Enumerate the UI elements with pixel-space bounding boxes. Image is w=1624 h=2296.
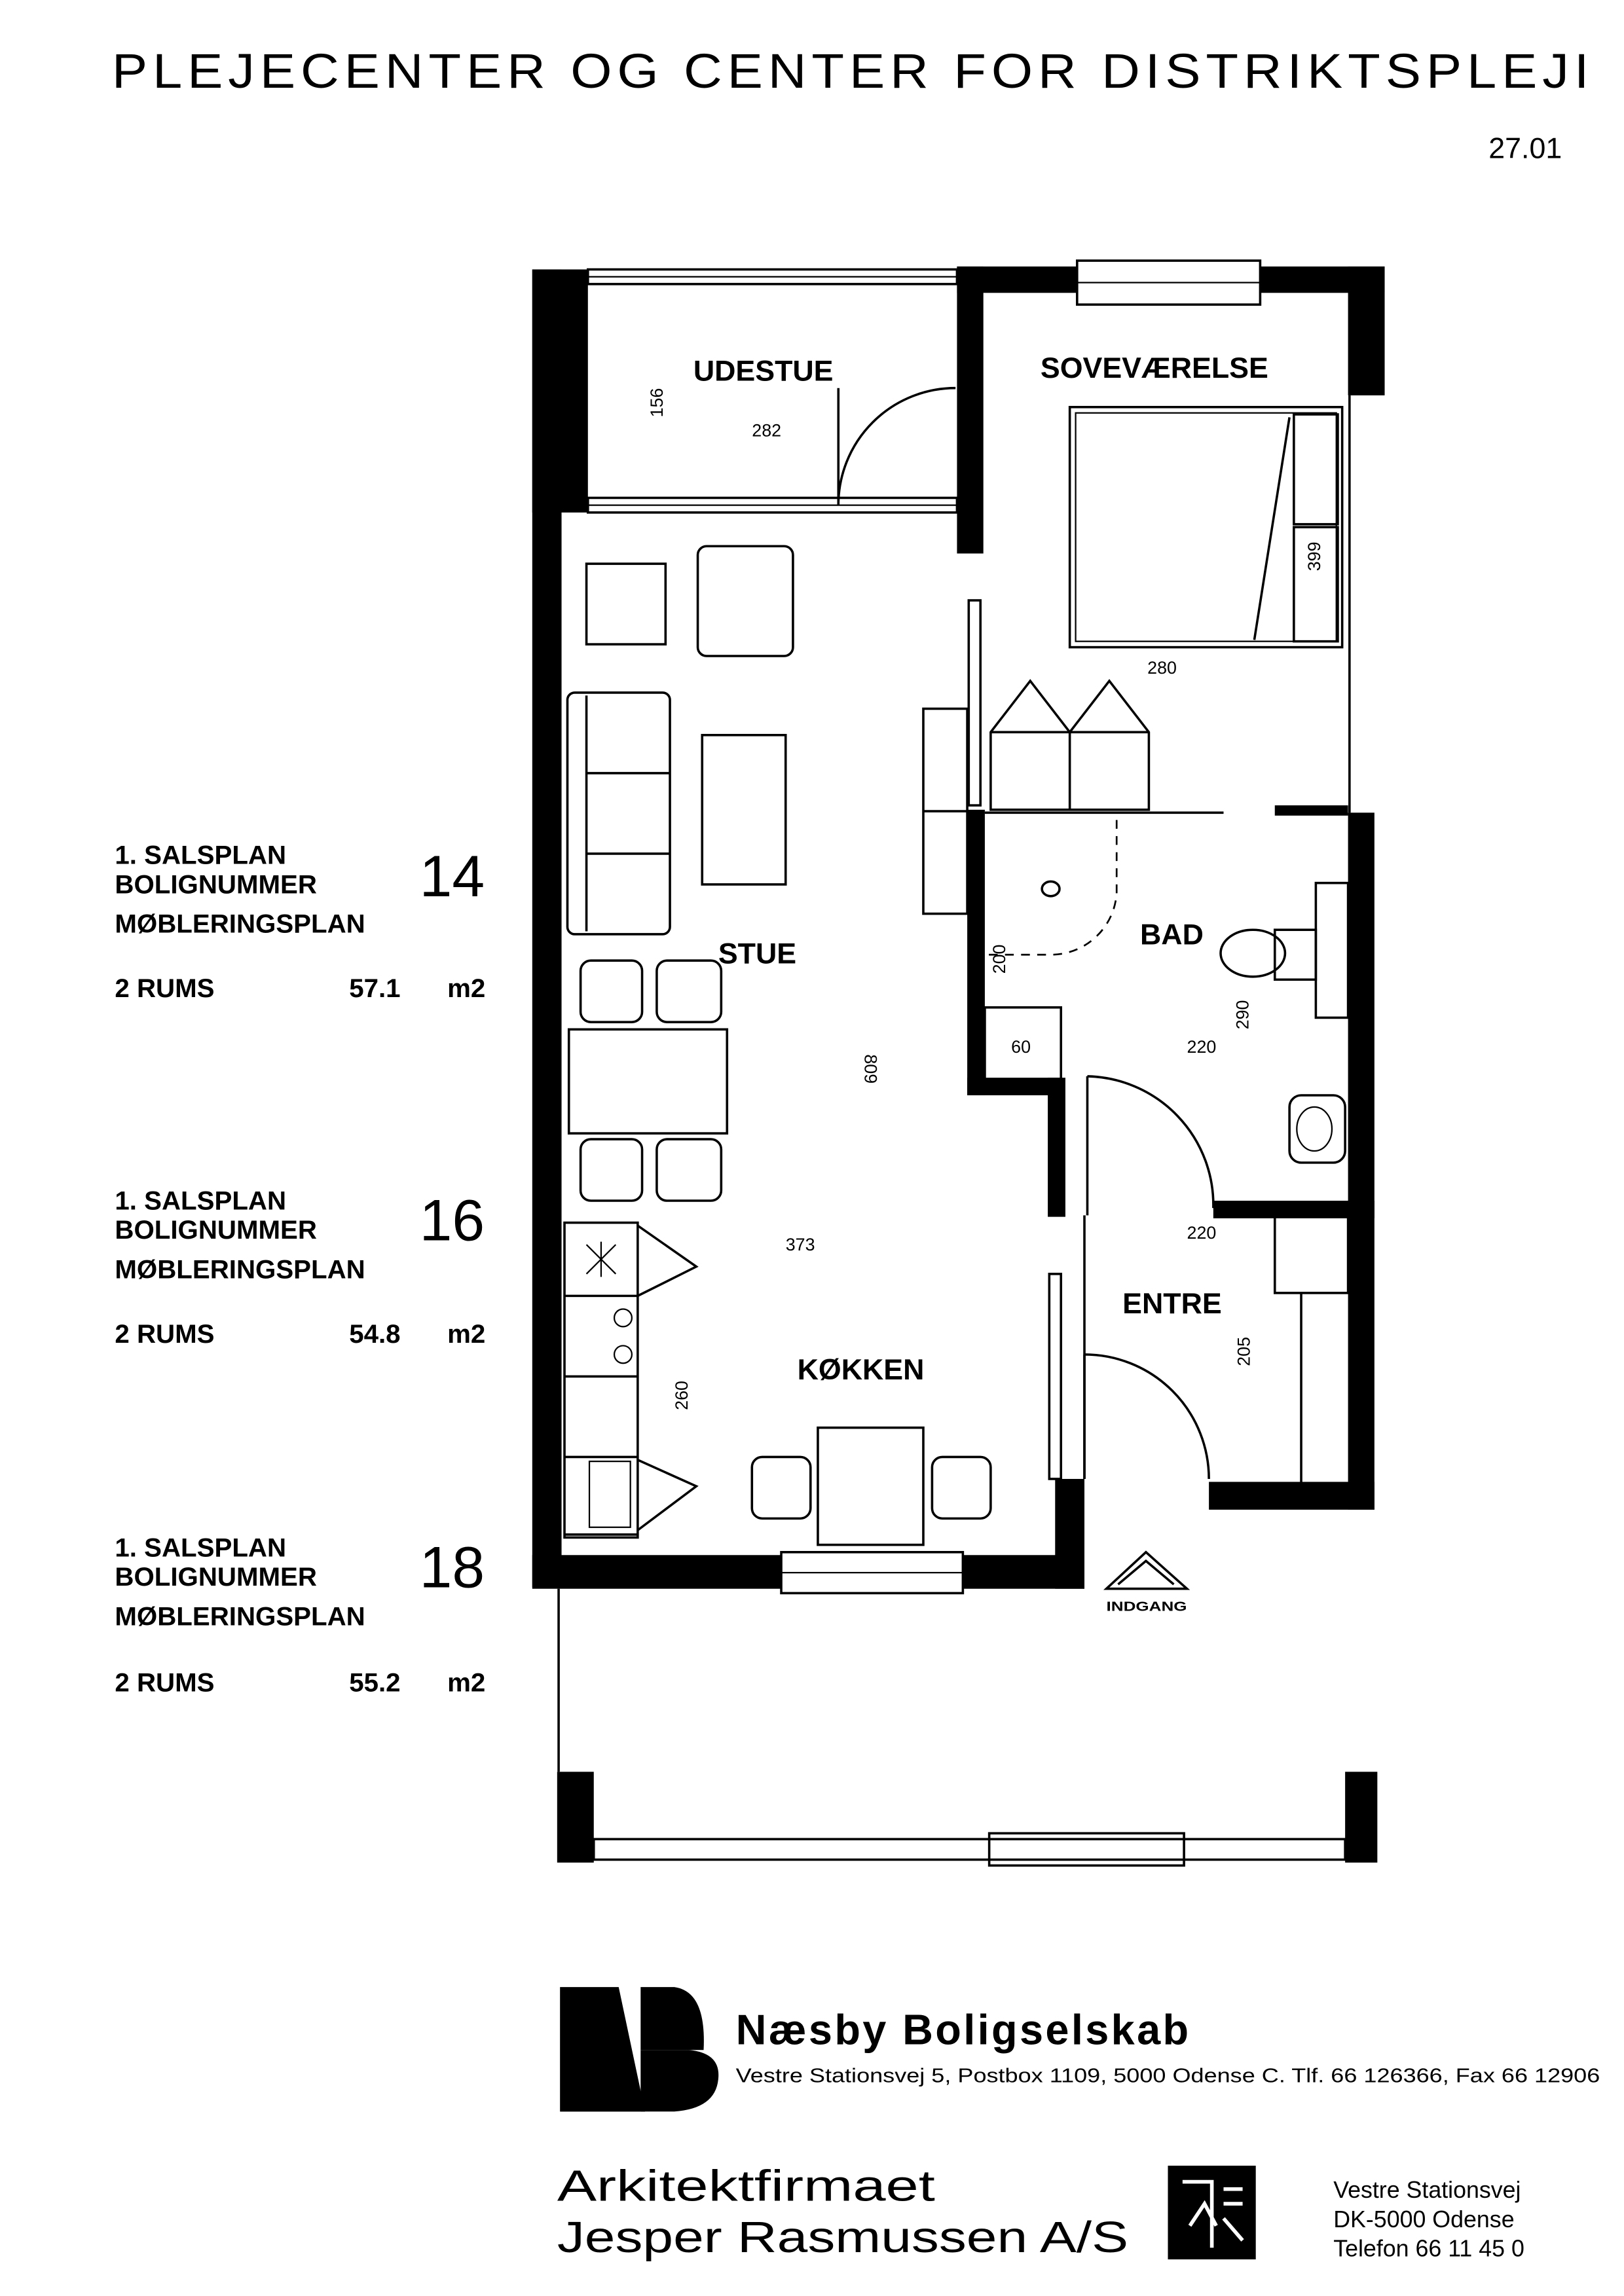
door-bad [1086,1075,1215,1216]
wall-udestue-left [532,269,588,513]
kitchen-table-set [750,1426,992,1546]
plan-type-label: MØBLERINGSPLAN [115,1255,365,1285]
unit-number: 14 [420,843,485,909]
side-table [585,562,667,646]
plan-type-label: MØBLERINGSPLAN [115,909,365,939]
floor-label: 1. SALSPLAN [115,1533,286,1563]
room-label-udestue: UDESTUE [693,355,834,388]
dining-set [567,959,729,1202]
dimension-260: 260 [672,1381,692,1410]
floor-plan: INDGANG UDESTUE SOVEVÆRELSE STUE BAD KØK… [532,259,1385,1867]
floor-label: 1. SALSPLAN [115,841,286,870]
area-unit: m2 [447,974,485,1003]
wall-entre-bottom [1209,1482,1375,1510]
handwritten-note: 27.01 [1488,133,1562,165]
sliding-door-entre [1048,1273,1063,1480]
room-label-sovevaerelse: SOVEVÆRELSE [1041,352,1268,384]
unit-area: 54.8 [349,1319,400,1349]
dimension-280: 280 [1147,658,1177,678]
shelf-unit [922,707,969,915]
plan-type-label: MØBLERINGSPLAN [115,1602,365,1631]
unit-number-label: BOLIGNUMMER [115,1562,317,1592]
room-count: 2 RUMS [115,1667,214,1697]
unit-number: 18 [420,1534,485,1599]
unit-area: 57.1 [349,974,400,1003]
entrance-marker: INDGANG [1103,1550,1190,1614]
wardrobe [989,679,1151,811]
unit-number-label: BOLIGNUMMER [115,1215,317,1245]
room-label-bad: BAD [1140,919,1204,951]
window-udestue-bottom [587,496,959,514]
room-count: 2 RUMS [115,1319,214,1349]
architect-name-line1: Arkitektfirmaet [557,2162,936,2211]
radiator [1314,881,1350,1019]
room-label-koekken: KØKKEN [798,1354,925,1386]
dimension-205: 205 [1234,1337,1254,1366]
window-kitchen [780,1551,965,1595]
dimension-60: 60 [1011,1037,1031,1057]
washbasin [1288,1094,1346,1164]
coffee-table [701,733,787,886]
wall-right-lower [1348,812,1375,1510]
dimension-220-entre: 220 [1187,1223,1217,1243]
wall-bad-top-stub [1274,805,1348,816]
wall-top-bedroom-left [957,266,1077,293]
wall-right-upper [1348,266,1385,395]
company-name: Næsby Boligselskab [736,2005,1191,2053]
window-bedroom [1076,259,1262,306]
unit-info-18: 1. SALSPLAN BOLIGNUMMER 18 MØBLERINGSPLA… [115,1533,485,1698]
sliding-door-stue [967,599,982,807]
unit-info-16: 1. SALSPLAN BOLIGNUMMER 16 MØBLERINGSPLA… [115,1186,485,1349]
door-entrance [1083,1353,1210,1479]
wall-entry-left [1055,1478,1085,1589]
armchair [696,545,794,657]
closet [1273,1214,1350,1294]
kitchen-counter [563,1221,699,1539]
unit-number-label: BOLIGNUMMER [115,869,317,899]
architect-address-line2: DK-5000 Odense [1333,2206,1514,2232]
wall-bottom-left [532,1555,782,1589]
naesby-logo [560,1987,719,2112]
floor-drain-icon [1041,880,1061,898]
bed [1068,405,1344,649]
dimension-200: 200 [989,945,1009,974]
floor-label: 1. SALSPLAN [115,1186,286,1215]
room-label-entre: ENTRE [1122,1288,1222,1320]
dimension-282: 282 [752,421,781,441]
area-unit: m2 [447,1319,485,1349]
bath-cabinet [984,1006,1063,1082]
balcony-below [557,1588,1378,1867]
architect-logo [1168,2165,1256,2260]
dimension-399: 399 [1304,542,1324,572]
area-unit: m2 [447,1667,485,1697]
company-address: Vestre Stationsvej 5, Postbox 1109, 5000… [736,2065,1600,2086]
room-label-stue: STUE [718,938,796,970]
room-count: 2 RUMS [115,974,214,1003]
document-title: PLEJECENTER OG CENTER FOR DISTRIKTSPLEJI [112,44,1594,98]
architect-address-line1: Vestre Stationsvej [1333,2177,1521,2203]
wall-bad-left [967,809,985,1095]
wall-udestue-right [957,266,984,554]
dimension-220-bad: 220 [1187,1037,1217,1057]
sofa [566,691,671,936]
wall-bad-step [1048,1078,1065,1217]
toilet [1219,928,1318,981]
window-udestue-top [587,268,959,285]
unit-area: 55.2 [349,1667,400,1697]
dimension-290: 290 [1233,1000,1253,1030]
unit-number: 16 [420,1187,485,1252]
architect-phone: Telefon 66 11 45 0 [1333,2236,1524,2262]
dimension-156: 156 [647,388,667,418]
unit-info-14: 1. SALSPLAN BOLIGNUMMER 14 MØBLERINGSPLA… [115,841,485,1004]
door-udestue [837,386,956,505]
shower-curtain [984,820,1118,956]
architect-name-line2: Jesper Rasmussen A/S [557,2213,1128,2262]
entrance-label: INDGANG [1107,1599,1187,1614]
dimension-373: 373 [786,1235,815,1254]
dimension-809: 809 [861,1054,881,1084]
